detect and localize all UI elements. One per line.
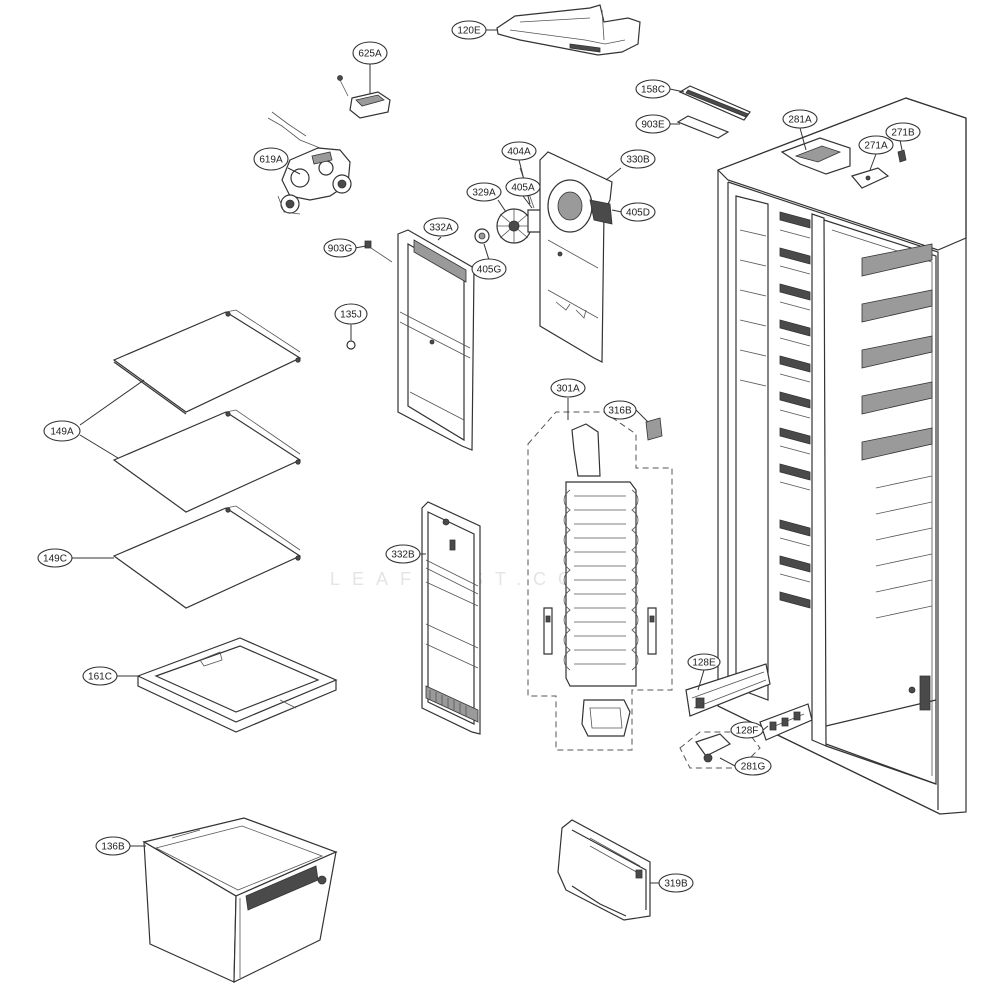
- part-128F-rail-cover: [760, 704, 812, 740]
- callout-319B: 319B: [658, 873, 694, 893]
- refrigerator-cabinet: [718, 98, 966, 814]
- callout-158C: 158C: [635, 79, 671, 99]
- svg-text:271A: 271A: [864, 141, 888, 152]
- leader-lines: [72, 29, 903, 884]
- part-136B-crisper-drawer: [144, 818, 336, 982]
- svg-text:161C: 161C: [88, 672, 112, 683]
- callout-271B: 271B: [885, 122, 921, 142]
- part-329A-fan-blade: [497, 209, 531, 243]
- part-149C-shelf-bottom: [114, 506, 300, 608]
- callout-625A: 625A: [352, 41, 388, 65]
- part-625A-module: [338, 76, 391, 119]
- svg-text:316B: 316B: [608, 406, 632, 417]
- callout-149C: 149C: [37, 548, 73, 568]
- svg-text:332A: 332A: [429, 223, 453, 234]
- part-332B-lower-cover: [422, 502, 480, 734]
- callout-271A: 271A: [858, 135, 894, 155]
- svg-text:405D: 405D: [626, 208, 650, 219]
- part-281A-top-bracket: [782, 138, 850, 174]
- callout-281A: 281A: [782, 109, 818, 129]
- part-301A-evaporator: [528, 412, 672, 750]
- svg-text:404A: 404A: [507, 147, 531, 158]
- callout-316B: 316B: [603, 400, 637, 420]
- svg-text:149A: 149A: [50, 427, 74, 438]
- callout-405G: 405G: [471, 258, 507, 280]
- svg-text:281A: 281A: [788, 115, 812, 126]
- svg-text:301A: 301A: [556, 384, 580, 395]
- callout-120E: 120E: [451, 20, 487, 40]
- callout-405D: 405D: [620, 202, 656, 222]
- part-332A-evaporator-cover: [398, 230, 474, 450]
- svg-text:271B: 271B: [891, 128, 915, 139]
- part-271B-screw: [898, 150, 906, 162]
- svg-text:619A: 619A: [259, 155, 283, 166]
- callout-903E: 903E: [635, 114, 671, 134]
- callout-301A: 301A: [550, 378, 586, 398]
- svg-text:332B: 332B: [391, 550, 415, 561]
- part-128E-rail: [686, 664, 770, 716]
- part-319B-duct: [558, 820, 650, 920]
- part-281G-lower-hinge: [680, 732, 760, 768]
- part-316B-sensor: [646, 418, 662, 440]
- svg-text:625A: 625A: [358, 49, 382, 60]
- svg-text:281G: 281G: [741, 762, 766, 773]
- svg-text:136B: 136B: [101, 842, 125, 853]
- svg-text:158C: 158C: [641, 85, 665, 96]
- svg-text:329A: 329A: [472, 188, 496, 199]
- callout-332A: 332A: [423, 217, 459, 237]
- callout-128F: 128F: [730, 721, 764, 739]
- svg-text:135J: 135J: [340, 310, 362, 321]
- svg-text:319B: 319B: [664, 879, 688, 890]
- callout-619A: 619A: [253, 147, 289, 171]
- callout-405A: 405A: [505, 177, 541, 197]
- callout-332B: 332B: [385, 544, 421, 564]
- callout-161C: 161C: [82, 666, 118, 686]
- part-120E-top-cover: [497, 5, 640, 55]
- part-149A-shelf-middle: [114, 410, 300, 512]
- callout-128E: 128E: [687, 653, 721, 671]
- part-149A-shelf-top: [114, 310, 300, 414]
- part-158C-strip: [680, 86, 750, 120]
- svg-text:128E: 128E: [692, 658, 716, 669]
- svg-text:405G: 405G: [477, 265, 502, 276]
- part-330B-fan-housing: [540, 152, 612, 362]
- svg-text:149C: 149C: [43, 554, 67, 565]
- part-903G-connector: [365, 241, 392, 262]
- part-619A-water-valve: [268, 112, 351, 214]
- svg-text:128F: 128F: [736, 726, 759, 737]
- svg-text:903G: 903G: [328, 244, 353, 255]
- callout-136B: 136B: [95, 836, 131, 856]
- svg-text:903E: 903E: [641, 120, 665, 131]
- callout-903G: 903G: [323, 238, 357, 258]
- part-271A-hinge: [852, 168, 888, 188]
- part-405G-grommet: [475, 229, 489, 243]
- callout-135J: 135J: [334, 303, 368, 325]
- svg-text:405A: 405A: [511, 183, 535, 194]
- part-161C-crisper-cover: [138, 638, 336, 732]
- part-903E-pad: [678, 116, 728, 138]
- svg-text:330B: 330B: [626, 155, 650, 166]
- callout-281G: 281G: [734, 756, 772, 776]
- callout-330B: 330B: [620, 149, 656, 169]
- callout-329A: 329A: [466, 182, 502, 202]
- svg-text:120E: 120E: [457, 26, 481, 37]
- callout-404A: 404A: [501, 141, 537, 161]
- callout-149A: 149A: [43, 420, 81, 442]
